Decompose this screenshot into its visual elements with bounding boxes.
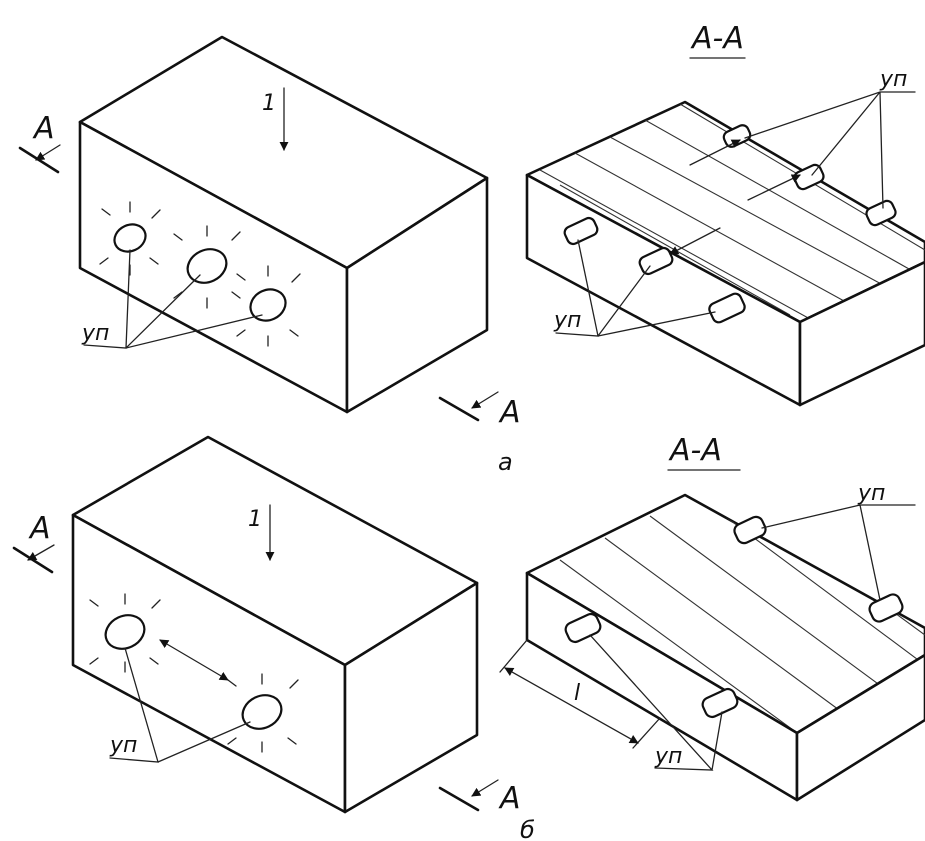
weld-label-a-left: уп [81,321,109,346]
weld-label-b-top: уп [857,481,885,506]
direction-mark-a: 1 [262,91,276,116]
box-a-left-side-face [345,176,489,414]
section-cut-arrow [27,544,55,561]
dimension-extension [499,639,528,673]
weld-label-b-bottom: уп [654,744,682,769]
section-cut-line [438,396,480,422]
box-b-left: 1 уп A A б [12,435,535,841]
section-cut-line [438,786,480,812]
box-b-left-side-face [343,581,479,814]
section-label-a: A-A [690,21,744,56]
weld-spot [793,163,825,191]
box-a-left: 1 уп A A а [18,35,521,476]
weld-spot [563,216,599,246]
section-b-side-face [795,653,925,802]
weld-spot [701,687,739,719]
weld-spot [89,593,161,673]
weld-leader [761,504,916,601]
weld-leader [109,647,251,763]
weld-label-a-bottom: уп [553,308,581,333]
dimension-arrow [669,227,721,255]
cut-marker-a-right: A [498,395,521,430]
weld-spot [733,515,767,545]
section-a: A-A уп уп [525,21,925,407]
section-cut-line [12,546,54,574]
section-label-b: A-A [668,433,722,468]
direction-mark-b: 1 [248,507,262,532]
weld-spot [708,292,746,324]
dimension-arrow [747,174,801,201]
section-a-side-face [798,260,925,407]
caption-b: б [520,816,535,841]
dimension-arrow [159,639,229,681]
section-cut-arrow [35,144,61,161]
weld-spot [99,201,161,276]
weld-leader [83,249,263,349]
section-cut-arrow [471,779,499,797]
section-cut-arrow [471,391,499,409]
weld-spot [173,225,241,309]
weld-leader [555,239,716,337]
cut-marker-b-right: A [498,781,521,816]
weld-spot [865,199,897,227]
weld-label-a-top: уп [879,67,907,92]
weld-leader [744,91,916,209]
section-b: A-A l уп уп [499,433,925,802]
weld-spot [227,673,299,753]
dimension-marker-b: l [574,681,580,706]
weld-spot [236,265,301,347]
section-b-hatching [539,495,925,733]
dimension-arrow [689,139,741,166]
cut-marker-a-left: A [32,111,55,146]
dimension-line [504,667,639,744]
weld-leader [589,634,723,771]
cut-marker-b-left: A [28,511,51,546]
weld-label-b-left: уп [109,733,137,758]
caption-a: а [498,448,513,476]
weld-spot [564,612,602,644]
section-cut-line [18,146,60,174]
weld-spot [868,593,904,623]
